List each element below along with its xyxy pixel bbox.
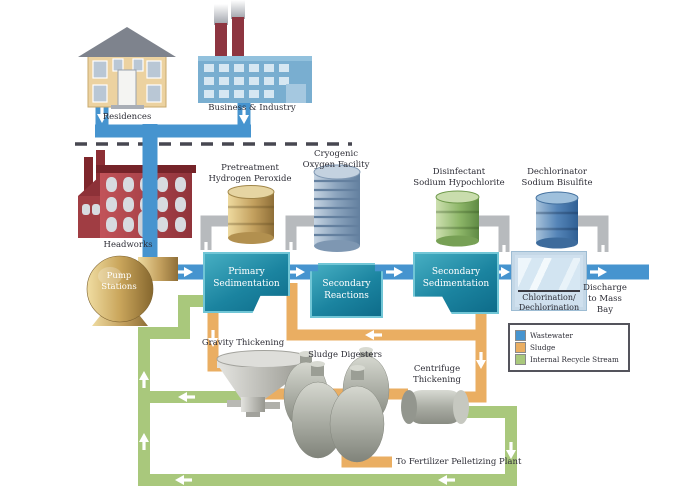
centrifuge-shape	[401, 390, 469, 424]
sodium-hypochlorite-barrel	[435, 190, 480, 247]
centrifuge-label-line2: Thickening	[413, 375, 461, 385]
sludge-digesters-shapes	[283, 347, 390, 463]
chlorination-label-line1: Chlorination/	[522, 293, 576, 302]
sodium-bisulfite-barrel	[535, 191, 579, 249]
pump-stations-label-line2: Stations	[101, 282, 137, 292]
secondary-reactions-box: Secondary Reactions	[310, 263, 383, 318]
chlorination-basin-glass	[518, 258, 580, 292]
chlorination-label-line2: Dechlorination	[518, 302, 580, 312]
headworks-building	[78, 150, 196, 238]
bisulfite-label-line2: Sodium Bisulfite	[521, 178, 593, 188]
primary-sedimentation-label-line2: Sedimentation	[213, 278, 280, 289]
hypochlorite-label: Disinfectant Sodium Hypochlorite	[413, 167, 504, 189]
secondary-reactions-label-line2: Reactions	[324, 290, 369, 301]
pump-stations-label-line1: Pump	[106, 271, 132, 281]
peroxide-label-line1: Pretreatment	[221, 163, 279, 173]
legend-wastewater-label: Wastewater	[530, 331, 573, 340]
wastewater-swatch	[515, 330, 526, 341]
cryogenic-oxygen-tank	[313, 164, 361, 252]
hypochlorite-label-line1: Disinfectant	[432, 167, 486, 177]
discharge-label-line3: Bay	[596, 305, 614, 315]
discharge-label-line1: Discharge	[583, 283, 627, 293]
oxygen-label: Cryogenic Oxygen Facility	[303, 149, 370, 171]
gravity-thickening-label: Gravity Thickening	[201, 338, 285, 348]
oxygen-label-line1: Cryogenic	[314, 149, 358, 159]
hydrogen-peroxide-barrel	[227, 185, 275, 244]
sludge-swatch	[515, 342, 526, 353]
secondary-sedimentation-label-line1: Secondary	[431, 267, 481, 277]
legend-item-sludge: Sludge	[515, 342, 625, 353]
peroxide-label-line2: Hydrogen Peroxide	[208, 174, 292, 184]
discharge-label-line2: to Mass	[588, 294, 622, 304]
recycle-swatch	[515, 354, 526, 365]
headworks-label: Headworks	[103, 240, 153, 250]
business-industry-building	[198, 0, 312, 103]
fertilizer-label: To Fertilizer Pelletizing Plant	[396, 457, 522, 467]
bisulfite-label: Dechlorinator Sodium Bisulfite	[522, 167, 593, 189]
secondary-reactions-label-line1: Secondary	[322, 279, 371, 289]
pump-stations-shape	[86, 255, 178, 326]
hypochlorite-label-line2: Sodium Hypochlorite	[413, 178, 505, 188]
pump-stations-label: Pump Stations	[101, 271, 136, 293]
chemical-feed-pipes	[200, 215, 609, 252]
legend-item-recycle: Internal Recycle Stream	[515, 354, 625, 365]
sludge-digesters-label: Sludge Digesters	[308, 350, 382, 360]
residences-building	[78, 27, 176, 109]
legend-sludge-label: Sludge	[530, 343, 556, 352]
recycle-pipes	[138, 295, 517, 486]
legend-item-wastewater: Wastewater	[515, 330, 625, 341]
primary-sedimentation-label-line1: Primary	[228, 267, 265, 277]
peroxide-label: Pretreatment Hydrogen Peroxide	[208, 163, 291, 185]
discharge-label: Discharge to Mass Bay	[583, 283, 627, 316]
centrifuge-label-line1: Centrifuge	[413, 364, 461, 374]
gravity-thickener-shape	[216, 350, 312, 417]
business-industry-label: Business & Industry	[208, 103, 296, 113]
legend-recycle-label: Internal Recycle Stream	[530, 355, 619, 364]
bisulfite-label-line1: Dechlorinator	[527, 167, 587, 177]
legend: Wastewater Sludge Internal Recycle Strea…	[508, 323, 630, 372]
secondary-sedimentation-label-line2: Sedimentation	[422, 278, 490, 289]
residences-label: Residences	[102, 112, 152, 122]
chlorination-box: Chlorination/ Dechlorination	[511, 251, 587, 312]
centrifuge-label: Centrifuge Thickening	[413, 364, 461, 386]
chlorination-label: Chlorination/ Dechlorination	[515, 293, 583, 312]
oxygen-label-line2: Oxygen Facility	[302, 160, 370, 170]
